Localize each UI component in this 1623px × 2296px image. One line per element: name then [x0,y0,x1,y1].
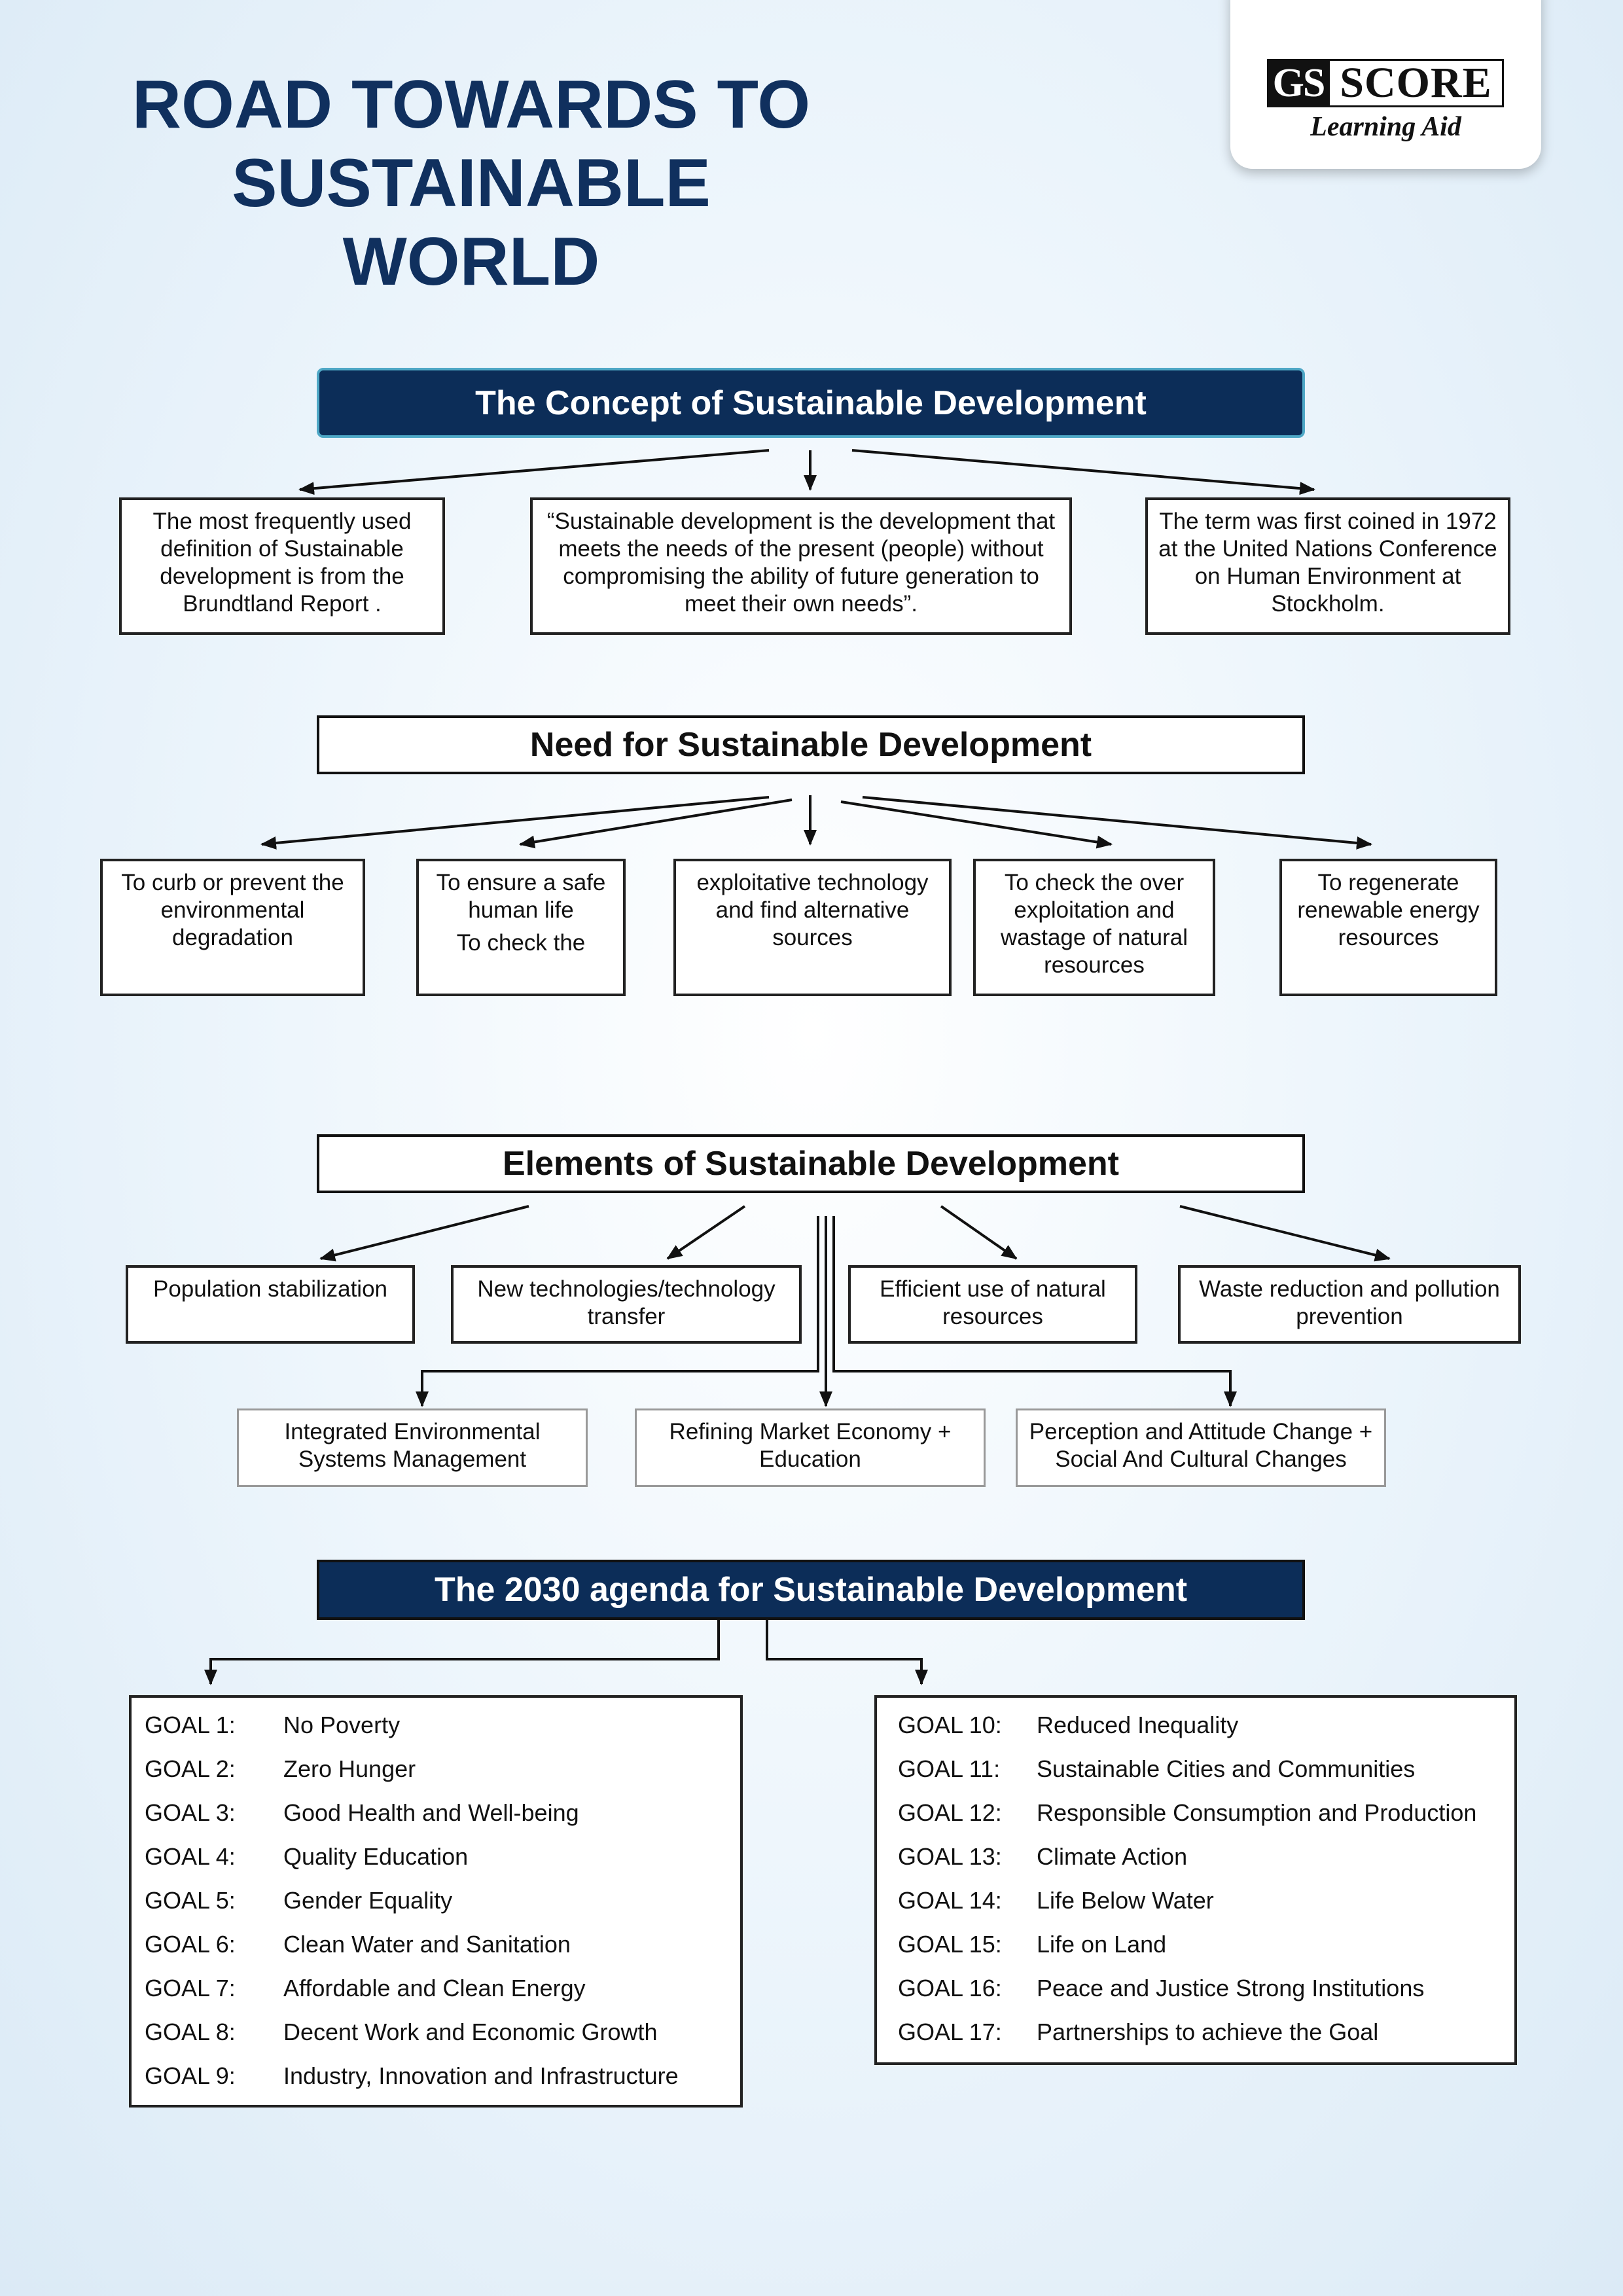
goal-row: GOAL 10: Reduced Inequality [898,1712,1514,1756]
element-population: Population stabilization [126,1265,415,1344]
goals-list-right: GOAL 10: Reduced Inequality GOAL 11: Susta… [874,1695,1517,2065]
goal-name: Good Health and Well-being [283,1799,579,1826]
arrow-agenda-right [766,1620,928,1685]
arrow-concept-left [298,449,770,495]
goal-number: GOAL 4: [145,1843,236,1870]
goal-number: GOAL 15: [898,1931,1002,1958]
goal-row: GOAL 1: No Poverty [145,1712,740,1756]
goal-name: Peace and Justice Strong Institutions [1037,1975,1425,2001]
elements-heading: Elements of Sustainable Development [317,1134,1305,1193]
goal-name: Quality Education [283,1843,469,1870]
arrow-elements-bottom-right [832,1216,1237,1407]
element-waste: Waste reduction and pollution prevention [1178,1265,1521,1344]
goal-number: GOAL 16: [898,1975,1002,2001]
brand-logo: GS SCORE Learning Aid [1230,0,1541,169]
element-technology: New technologies/technology transfer [451,1265,802,1344]
goal-name: Life Below Water [1037,1887,1214,1914]
goal-number: GOAL 1: [145,1712,236,1738]
need-box-safe-life-text: To ensure a safe human life [436,870,606,923]
logo-tagline: Learning Aid [1310,112,1461,142]
need-box-check-text: To check the [456,930,586,956]
arrow-concept-right [851,449,1315,495]
goal-number: GOAL 10: [898,1712,1002,1738]
agenda-heading: The 2030 agenda for Sustainable Developm… [317,1560,1305,1620]
goal-name: Life on Land [1037,1931,1167,1958]
arrow-need-2 [519,798,793,849]
arrow-need-4 [840,800,1113,849]
concept-box-stockholm: The term was first coined in 1972 at the… [1145,497,1510,635]
goal-name: Partnerships to achieve the Goal [1037,2018,1379,2045]
goal-name: No Poverty [283,1712,401,1738]
goal-row: GOAL 15: Life on Land [898,1931,1514,1975]
need-box-curb: To curb or prevent the environmental deg… [100,859,365,996]
goal-row: GOAL 11: Sustainable Cities and Communiti… [898,1756,1514,1800]
arrow-elements-4 [1179,1205,1391,1262]
arrow-need-1 [260,796,770,850]
goal-row: GOAL 14: Life Below Water [898,1888,1514,1931]
goal-name: Affordable and Clean Energy [283,1975,586,2001]
concept-box-brundtland: The most frequently used definition of S… [119,497,445,635]
goal-row: GOAL 5: Gender Equality [145,1888,740,1931]
arrow-agenda-left [204,1620,720,1685]
goal-number: GOAL 3: [145,1799,236,1826]
goals-list-left: GOAL 1: No Poverty GOAL 2: Zero Hunger GOA… [129,1695,743,2108]
goal-name: Sustainable Cities and Communities [1037,1755,1416,1782]
goal-row: GOAL 13: Climate Action [898,1844,1514,1888]
goal-row: GOAL 17: Partnerships to achieve the Goal [898,2019,1514,2063]
need-box-technology: exploitative technology and find alterna… [673,859,952,996]
title-line-1: ROAD TOWARDS TO [132,67,811,143]
logo-mark: GS [1267,59,1330,107]
element-market-economy: Refining Market Economy + Education [635,1408,986,1487]
goal-number: GOAL 8: [145,2018,236,2045]
goal-name: Responsible Consumption and Production [1037,1799,1477,1826]
goal-number: GOAL 9: [145,2062,236,2089]
goal-number: GOAL 14: [898,1887,1002,1914]
element-environmental-management: Integrated Environmental Systems Managem… [237,1408,588,1487]
goal-row: GOAL 8: Decent Work and Economic Growth [145,2019,740,2063]
goal-row: GOAL 9: Industry, Innovation and Infrastr… [145,2063,740,2107]
goal-number: GOAL 12: [898,1799,1002,1826]
arrow-elements-1 [319,1205,529,1262]
goal-name: Reduced Inequality [1037,1712,1239,1738]
goal-number: GOAL 5: [145,1887,236,1914]
goal-number: GOAL 17: [898,2018,1002,2045]
goal-name: Decent Work and Economic Growth [283,2018,658,2045]
page-title: ROAD TOWARDS TO SUSTAINABLE WORLD [95,65,847,301]
need-heading: Need for Sustainable Development [317,715,1305,774]
title-line-2: SUSTAINABLE WORLD [232,145,711,300]
goal-number: GOAL 6: [145,1931,236,1958]
concept-heading: The Concept of Sustainable Development [317,368,1305,438]
arrow-elements-bottom-left [416,1216,819,1407]
goal-number: GOAL 2: [145,1755,236,1782]
goal-row: GOAL 16: Peace and Justice Strong Institu… [898,1975,1514,2019]
goal-row: GOAL 7: Affordable and Clean Energy [145,1975,740,2019]
arrow-need-5 [862,796,1372,850]
goal-name: Zero Hunger [283,1755,416,1782]
goal-row: GOAL 4: Quality Education [145,1844,740,1888]
need-box-safe-life: To ensure a safe human life To check the [416,859,626,996]
element-attitude-change: Perception and Attitude Change + Social … [1016,1408,1386,1487]
goal-row: GOAL 6: Clean Water and Sanitation [145,1931,740,1975]
concept-box-definition: “Sustainable development is the developm… [530,497,1072,635]
goal-row: GOAL 2: Zero Hunger [145,1756,740,1800]
need-box-renewable: To regenerate renewable energy resources [1279,859,1497,996]
goal-number: GOAL 13: [898,1843,1002,1870]
arrow-elements-3 [940,1205,1018,1260]
arrow-elements-2 [666,1205,746,1260]
goal-number: GOAL 7: [145,1975,236,2001]
goal-name: Clean Water and Sanitation [283,1931,571,1958]
goal-number: GOAL 11: [898,1755,1001,1782]
goal-row: GOAL 3: Good Health and Well-being [145,1800,740,1844]
goal-name: Gender Equality [283,1887,453,1914]
logo-brand: SCORE [1330,59,1504,107]
element-resources: Efficient use of natural resources [848,1265,1137,1344]
goal-row: GOAL 12: Responsible Consumption and Prod… [898,1800,1514,1844]
need-box-exploitation: To check the over exploitation and wasta… [973,859,1215,996]
goal-name: Climate Action [1037,1843,1188,1870]
goal-name: Industry, Innovation and Infrastructure [283,2062,679,2089]
